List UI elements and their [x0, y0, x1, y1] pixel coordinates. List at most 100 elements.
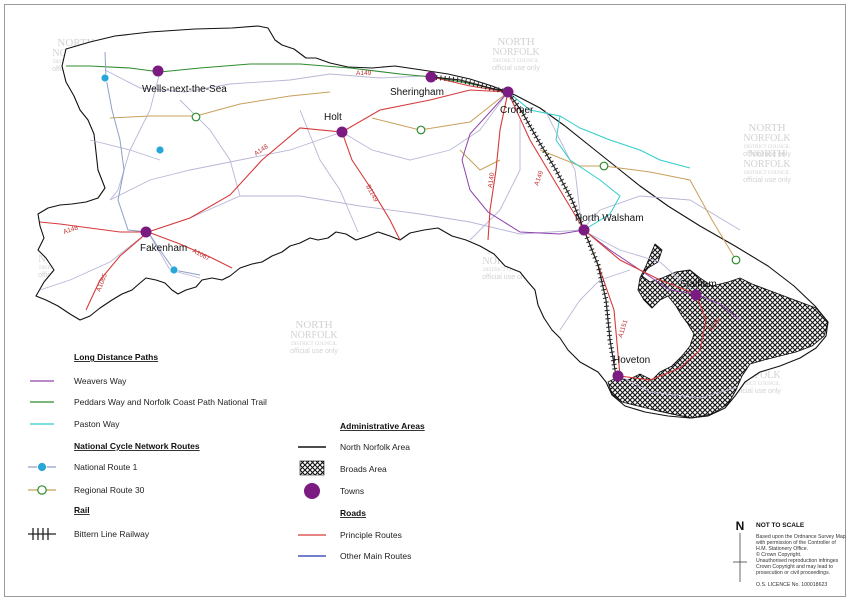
watermark-line: official use only	[492, 65, 540, 72]
regional-route-30-marker	[191, 112, 201, 122]
legend-item-label: Broads Area	[340, 464, 387, 474]
regional-route-30-line	[109, 91, 331, 119]
watermark-line: DISTRICT COUNCIL	[744, 171, 790, 176]
minor-road	[619, 375, 736, 399]
legend-item-label: National Route 1	[74, 462, 138, 472]
town-label: Stalham	[680, 279, 717, 290]
town-label: Cromer	[500, 105, 534, 116]
copyright-line: Crown Copyright and may lead to	[756, 564, 833, 570]
copyright-line: with permission of the Controller of	[756, 540, 836, 546]
principal-road-a1065	[85, 231, 149, 311]
town-label: Fakenham	[140, 243, 187, 254]
paston-way	[507, 91, 691, 231]
railway-icon	[28, 528, 56, 540]
watermark-line: NORFOLK	[290, 330, 338, 341]
town-dot	[152, 65, 164, 77]
minor-road	[109, 131, 343, 201]
coast-path	[66, 63, 509, 93]
legend-item-label: Towns	[340, 486, 364, 496]
north-letter: N	[736, 519, 745, 533]
watermark-line: NORFOLK	[743, 133, 791, 144]
minor-road	[581, 229, 697, 295]
watermark-line: DISTRICT COUNCIL	[744, 145, 790, 150]
watermark-line: NORFOLK	[733, 370, 781, 381]
legend-heading: National Cycle Network Routes	[74, 441, 200, 451]
minor-road	[544, 109, 583, 231]
legend-item-label: Regional Route 30	[74, 485, 145, 495]
road-label: A140	[487, 172, 496, 188]
legend-item-label: Peddars Way and Norfolk Coast Path Natio…	[74, 397, 267, 407]
district-boundary	[35, 25, 829, 419]
town-label: North Walsham	[575, 213, 644, 224]
copyright-line: Unauthorised reproduction infringes	[756, 558, 839, 564]
watermark-line: DISTRICT COUNCIL	[483, 268, 529, 273]
national-route-1	[104, 51, 201, 276]
watermark-line: NORFOLK	[492, 47, 540, 58]
town-label: Wells-next-the-Sea	[142, 84, 227, 95]
minor-roads	[39, 69, 741, 399]
town-label: Hoveton	[613, 355, 650, 366]
watermark-line: NORTH	[497, 36, 534, 48]
watermark-line: official use only	[482, 274, 530, 281]
town-label: Sheringham	[390, 87, 444, 98]
national-route-1-marker	[169, 265, 179, 275]
principal-road-a148-west	[39, 221, 148, 233]
legend-item-label: North Norfolk Area	[340, 442, 410, 452]
town-dot	[578, 224, 590, 236]
map-frame	[4, 4, 846, 597]
watermark-line: NORTH	[748, 122, 785, 134]
town-dot	[140, 226, 152, 238]
regional-route-30-line	[689, 179, 737, 261]
minor-road	[39, 231, 149, 291]
town-dot	[336, 126, 348, 138]
legend-item-label: Other Main Routes	[340, 551, 411, 561]
copyright-line: Based upon the Ordnance Survey Map	[756, 534, 846, 540]
watermark: NORTH NORFOLK DISTRICT COUNCIL official …	[743, 148, 791, 184]
copyright-line: prosecution or civil proceedings.	[756, 570, 830, 576]
national-route-1-marker	[155, 145, 165, 155]
watermark-line: official use only	[733, 388, 781, 395]
regional-route-30-line	[371, 91, 509, 131]
cycle-markers	[100, 73, 741, 275]
town-dot	[425, 71, 437, 83]
watermark-line: NORFOLK	[743, 159, 791, 170]
watermark: NORTH NORFOLK DISTRICT COUNCIL official …	[492, 36, 540, 72]
watermark-line: official use only	[290, 348, 338, 355]
town-dot	[690, 289, 702, 301]
principal-road-a140	[487, 91, 509, 241]
watermark-line: NORTH	[748, 148, 785, 160]
road-label: A148	[62, 224, 79, 235]
weavers-way	[461, 91, 741, 321]
north-arrow: N	[733, 519, 747, 582]
legend-heading: Long Distance Paths	[74, 352, 158, 362]
watermark-line: DISTRICT COUNCIL	[734, 382, 780, 387]
legend: Long Distance Paths Weavers Way Peddars …	[28, 352, 425, 561]
watermark-line: DISTRICT COUNCIL	[291, 342, 337, 347]
legend-item-label: Principle Routes	[340, 530, 402, 540]
copyright-line: © Crown Copyright.	[756, 551, 801, 558]
regional-route-30-marker	[599, 161, 609, 171]
legend-heading: Roads	[340, 508, 366, 518]
legend-heading: Rail	[74, 505, 90, 515]
minor-road	[147, 195, 583, 235]
national-route-1-marker	[100, 73, 110, 83]
regional-route-30-line	[459, 149, 501, 171]
principal-road-b1149	[341, 131, 401, 241]
copyright-line: H.M. Stationery Office.	[756, 546, 808, 552]
legend-swatch-broads-area	[299, 460, 325, 476]
cycle-icon	[37, 462, 47, 472]
town-labels: Wells-next-the-Sea Sheringham Cromer Hol…	[140, 84, 717, 366]
town-dot	[502, 86, 514, 98]
railway-ties	[431, 74, 619, 377]
principal-road-a149	[507, 91, 585, 231]
town-dot	[612, 370, 624, 382]
legend-item-label: Weavers Way	[74, 376, 127, 386]
watermark-line: NORTH	[295, 319, 332, 331]
legend-item-label: Bittern Line Railway	[74, 529, 150, 539]
principal-road-a149-south	[583, 229, 707, 381]
minor-road	[559, 269, 631, 331]
towns	[140, 65, 702, 382]
cycle-icon	[37, 485, 47, 495]
principal-road-a1067	[147, 231, 233, 269]
